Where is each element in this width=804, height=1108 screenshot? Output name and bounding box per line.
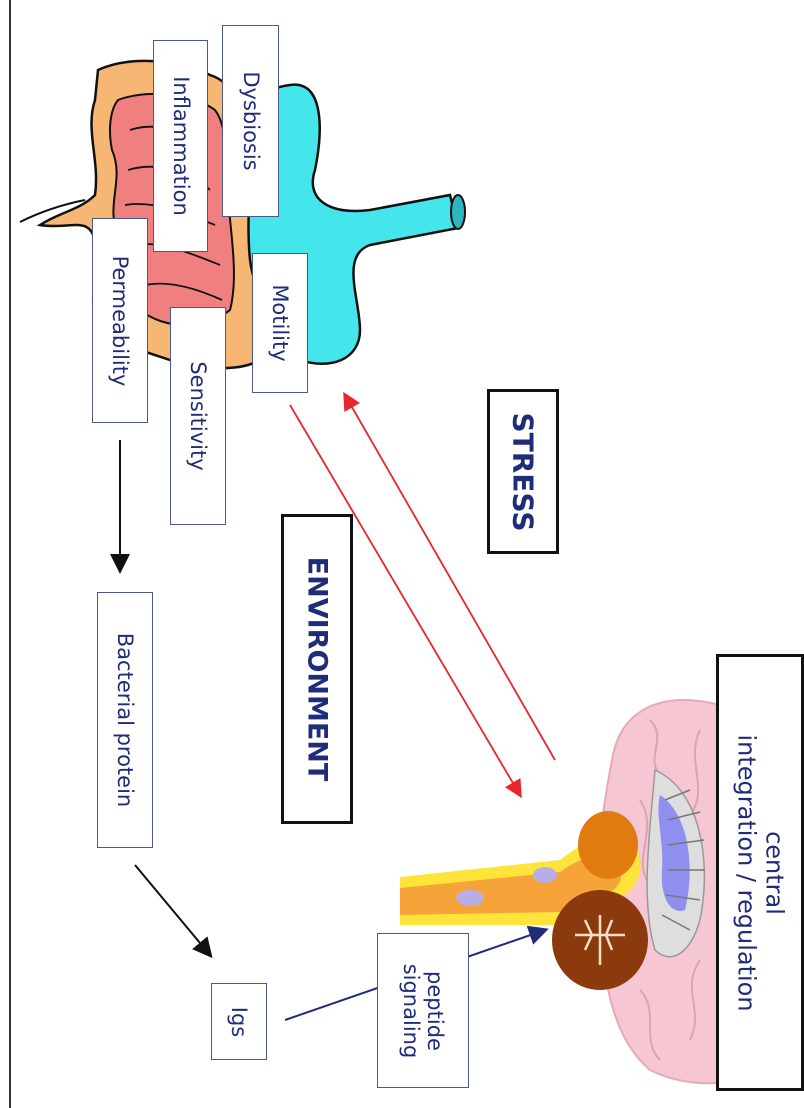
bacterial-protein-label: Bacterial protein (97, 592, 153, 848)
permeability-text: Permeability (108, 255, 132, 386)
inflammation-label: Inflammation (153, 40, 208, 252)
cerebellum (552, 890, 648, 990)
motility-label: Motility (252, 253, 308, 393)
stress-heading: STRESS (507, 412, 540, 531)
dysbiosis-label: Dysbiosis (222, 25, 279, 217)
permeability-label: Permeability (92, 218, 148, 423)
stress-box: STRESS (487, 389, 559, 554)
igs-text: Igs (227, 1006, 251, 1036)
dysbiosis-text: Dysbiosis (239, 71, 263, 170)
sensitivity-label: Sensitivity (170, 307, 226, 525)
environment-box: ENVIRONMENT (281, 514, 353, 824)
environment-heading: ENVIRONMENT (302, 557, 333, 782)
peptide-signaling-text: peptide signaling (399, 963, 447, 1058)
motility-text: Motility (268, 284, 292, 361)
peptide-signaling-label: peptide signaling (377, 933, 469, 1088)
inflammation-text: Inflammation (169, 76, 193, 216)
central-integration-text: central integration / regulation (732, 734, 787, 1011)
arrow-bacterial-protein-to-igs (135, 865, 210, 955)
bacterial-protein-text: Bacterial protein (113, 633, 137, 807)
central-integration-box: central integration / regulation (716, 654, 804, 1091)
igs-label: Igs (211, 983, 267, 1060)
sensitivity-text: Sensitivity (186, 361, 210, 470)
